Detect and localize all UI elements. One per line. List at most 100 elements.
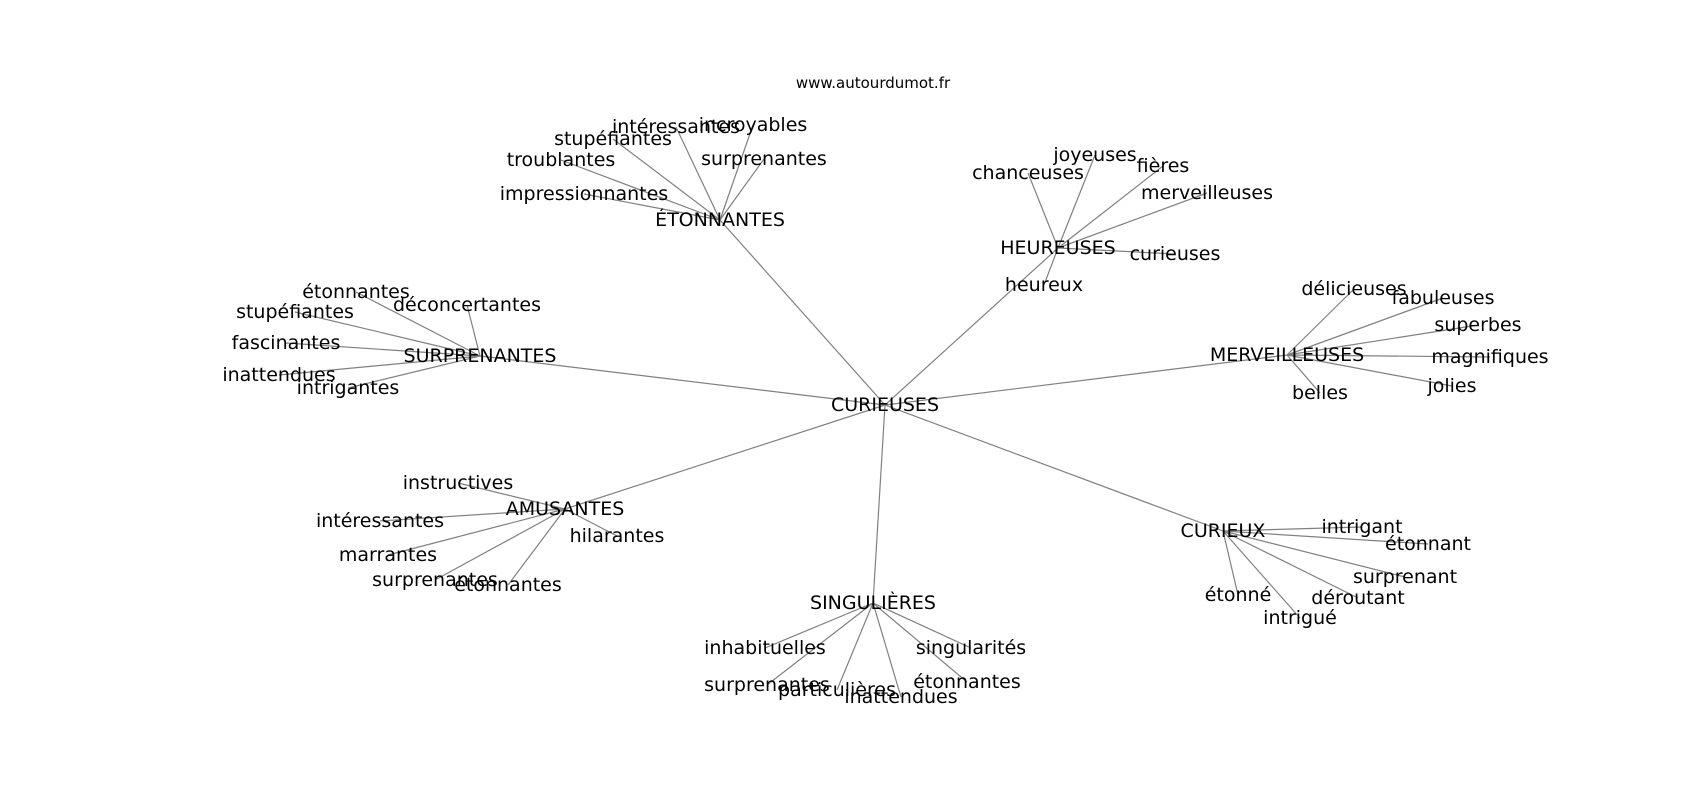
graph-edge [1286,324,1479,356]
leaf-node-label: impressionnantes [500,183,668,205]
leaf-node-label: fabuleuses [1392,287,1495,309]
cluster-node-label: ÉTONNANTES [655,208,785,231]
graph-edge [766,602,874,686]
graph-edge [379,508,566,522]
graph-edge [1286,354,1453,387]
graph-edge [434,508,566,581]
graph-edge [884,247,1059,406]
graph-edge [675,126,721,221]
leaf-node-label: étonnantes [302,281,410,303]
leaf-node-label: intrigué [1263,607,1337,629]
leaf-node-label: particulières [778,679,896,701]
graph-edge [285,342,481,357]
graph-edge [560,159,721,221]
graph-edge [1222,530,1239,596]
leaf-node-label: hilarantes [570,525,665,547]
leaf-node-label: fascinantes [232,332,341,354]
graph-edge [278,355,481,376]
leaf-node-label: incroyables [699,114,808,136]
graph-edge [884,404,1224,532]
leaf-node-label: marrantes [339,544,437,566]
graph-edge [1057,165,1164,249]
graph-edge [1222,530,1406,578]
graph-edge [1222,530,1301,619]
graph-edge [1057,154,1096,249]
cluster-node-label: CURIEUX [1181,520,1266,542]
leaf-node-label: curieuses [1130,243,1221,265]
graph-edge [1057,247,1176,255]
graph-edge [1286,354,1321,394]
graph-edge [1222,530,1429,545]
graph-edge [764,602,874,649]
graph-edge [1286,288,1355,356]
leaf-node-label: délicieuses [1301,278,1406,300]
leaf-node-label: étonnant [1385,533,1471,555]
leaf-node-label: instructives [403,472,514,494]
graph-edge [347,355,481,389]
graph-edge [1286,354,1491,358]
cluster-node-label: MERVEILLEUSES [1210,344,1364,366]
root-node-label: CURIEUSES [831,394,939,416]
leaf-node-label: belles [1292,382,1348,404]
leaf-node-label: joyeuses [1052,144,1136,166]
leaf-node-label: inhabituelles [704,637,826,659]
leaf-node-label: déroutant [1311,587,1404,609]
graph-edge [872,602,902,698]
leaf-node-label: surprenantes [372,569,498,591]
graph-edge [719,219,886,406]
graph-edge [294,311,481,357]
leaf-node-label: étonnantes [454,574,562,596]
leaf-node-label: heureux [1005,274,1083,296]
leaf-node-label: intéressantes [612,116,740,138]
graph-edge [1222,530,1359,599]
leaf-node-label: troublantes [507,149,616,171]
leaf-node-label: intrigantes [297,377,400,399]
graph-edge [583,193,721,221]
cluster-node-label: SINGULIÈRES [810,591,936,614]
leaf-node-label: magnifiques [1431,346,1548,368]
leaf-node-label: singularités [916,637,1026,659]
source-website-label: www.autourdumot.fr [796,74,951,92]
graph-edge [466,304,481,357]
graph-edge [1057,192,1208,249]
leaf-node-label: étonné [1205,584,1272,606]
cluster-node-label: SURPRENANTES [404,345,557,367]
leaf-node-label: superbes [1434,314,1521,336]
graph-edge [872,602,972,649]
graph-edge [479,355,886,406]
leaf-node-label: surprenantes [701,148,827,170]
graph-edge [719,124,754,221]
graph-edge [872,602,968,683]
leaf-node-label: intrigant [1321,516,1402,538]
leaf-node-label: inattendues [222,364,335,386]
graph-edge [836,602,874,691]
graph-edge [1286,297,1444,356]
graph-edge [564,404,886,510]
graph-edge [355,291,481,357]
leaf-node-label: stupéfiantes [554,128,672,150]
graph-edge [1027,172,1059,249]
leaf-node-label: surprenant [1353,566,1457,588]
leaf-node-label: étonnantes [913,671,1021,693]
leaf-node-label: intéressantes [316,510,444,532]
graph-edge [1043,247,1059,286]
leaf-node-label: surprenantes [704,674,830,696]
graph-edge [719,158,765,221]
graph-edge [872,404,886,604]
leaf-node-label: merveilleuses [1141,182,1273,204]
leaf-node-label: fières [1137,155,1190,177]
leaf-node-label: jolies [1426,375,1476,397]
cluster-node-label: AMUSANTES [506,498,625,520]
graph-edge [884,354,1288,406]
leaf-node-label: inattendues [844,686,957,708]
graph-edge [612,138,721,221]
cluster-node-label: HEUREUSES [1000,237,1115,259]
graph-edge [387,508,566,556]
graph-edge [457,482,566,510]
graph-edge [507,508,566,586]
graph-edge [1222,526,1363,532]
graph-edge [564,508,618,537]
leaf-node-label: chanceuses [972,162,1084,184]
leaf-node-label: stupéfiantes [236,301,354,323]
leaf-node-label: déconcertantes [393,294,541,316]
